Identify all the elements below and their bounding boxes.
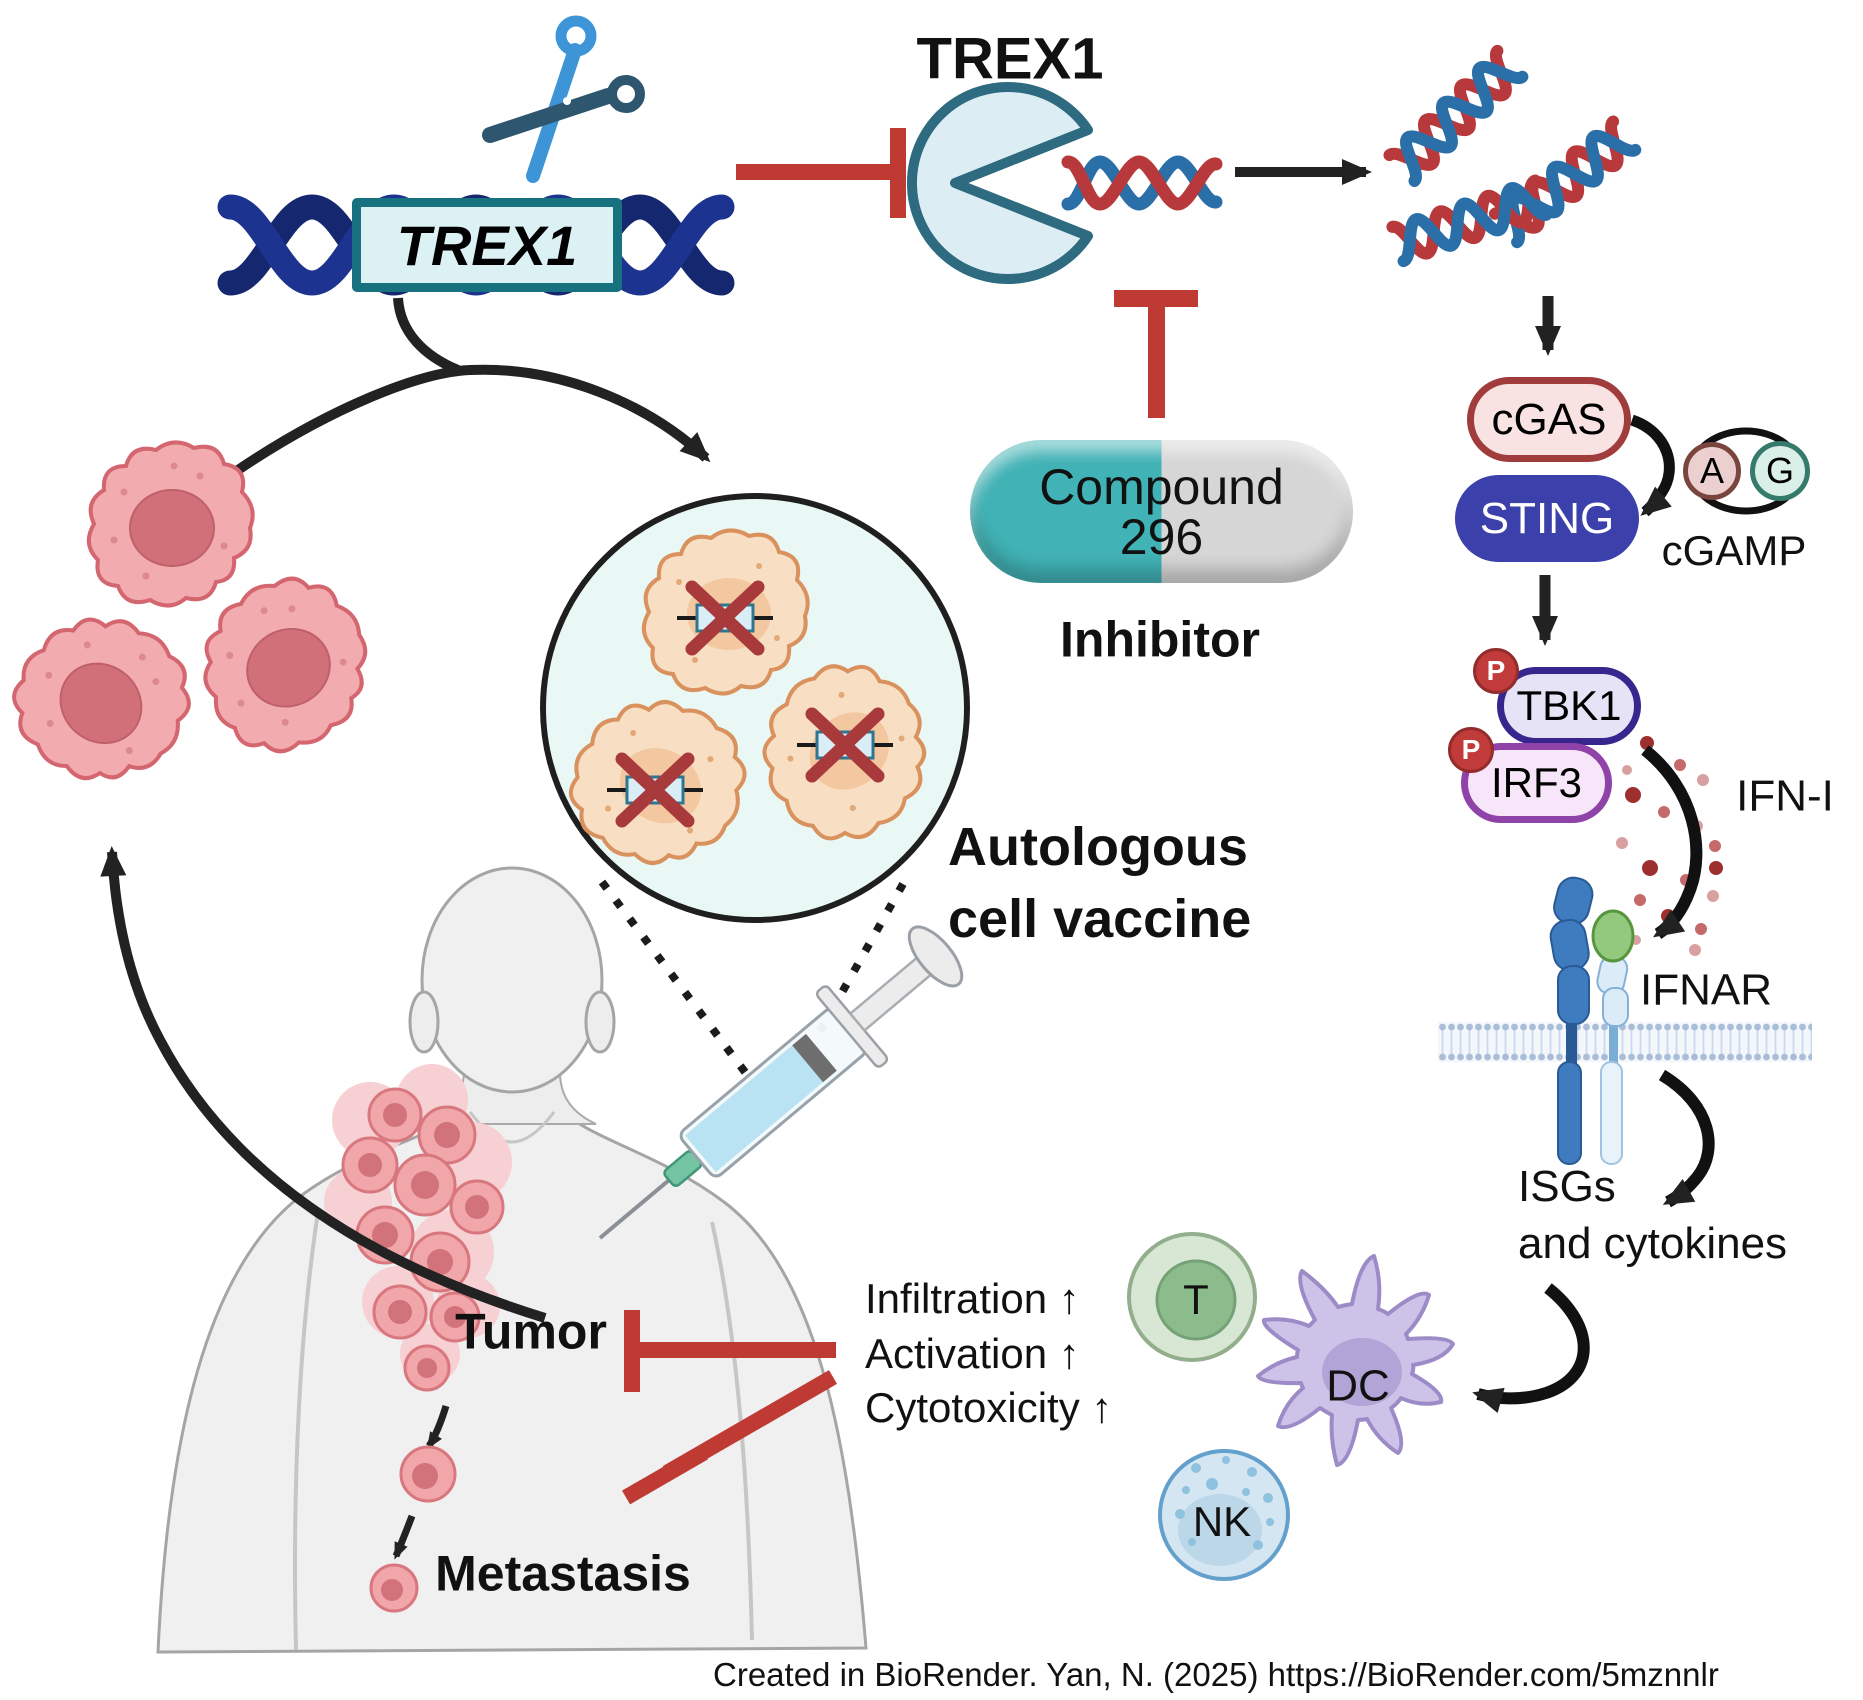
cytokines-to-dc-arrow xyxy=(1472,1283,1590,1413)
compound-name: Compound xyxy=(1039,458,1284,515)
ifnar-to-isgs-arrow xyxy=(1658,1069,1715,1208)
irf3-pill: IRF3 xyxy=(1461,743,1612,823)
dna-substrate xyxy=(1061,155,1223,211)
tumor-label: Tumor xyxy=(455,1303,607,1360)
cycle-arrows xyxy=(100,297,711,1323)
metastasis-label: Metastasis xyxy=(435,1545,691,1602)
phospho-badge-tbk1: P xyxy=(1473,648,1519,694)
left-ear xyxy=(408,990,440,1054)
gene-arc-stem xyxy=(393,297,460,375)
immune-effects-list: Infiltration ↑ Activation ↑ Cytotoxicity… xyxy=(865,1272,1112,1436)
phospho-badge-irf3: P xyxy=(1448,727,1494,773)
trex1-exonuclease-icon xyxy=(907,82,1223,284)
ifnar-label: IFNAR xyxy=(1640,965,1772,1015)
effect-activation: Activation ↑ xyxy=(865,1329,1080,1377)
ifnar-receptor-icon xyxy=(1549,876,1635,1165)
t-cell-icon xyxy=(1127,1232,1257,1362)
inhibit-bar-compound xyxy=(1114,290,1198,418)
nucleotide-g-icon: G xyxy=(1750,441,1810,501)
biorender-credit: Created in BioRender. Yan, N. (2025) htt… xyxy=(713,1656,1719,1693)
ifn-ligand-icon xyxy=(1591,909,1635,963)
magnifier-dotted-lines xyxy=(598,879,907,1095)
autologous-vaccine-label: Autologous cell vaccine xyxy=(948,817,1252,949)
cgas-to-cgamp-arrow xyxy=(1629,414,1675,517)
compound-number: 296 xyxy=(1119,508,1204,565)
tumor-mass xyxy=(324,1064,512,1392)
cgamp-label: cGAMP xyxy=(1661,526,1807,574)
trex1-gene-box: TREX1 xyxy=(352,198,622,292)
metastasis-cells xyxy=(369,1404,457,1613)
cell-membrane xyxy=(1438,1022,1812,1062)
nucleotide-a-icon: A xyxy=(1683,442,1741,500)
tbk1-pill: TBK1 xyxy=(1497,667,1641,745)
right-ear xyxy=(584,990,616,1054)
ifn-secretion xyxy=(1616,736,1723,956)
syringe-icon xyxy=(598,925,964,1240)
ifn-label: IFN-I xyxy=(1736,771,1834,821)
dendritic-cell-icon xyxy=(1256,1254,1455,1467)
effect-cytotoxicity: Cytotoxicity ↑ xyxy=(865,1384,1113,1432)
dna-fragments xyxy=(1389,51,1635,261)
dc-label: DC xyxy=(1326,1361,1390,1411)
effect-infiltration: Infiltration ↑ xyxy=(865,1275,1080,1322)
tumor-to-cells-arrow xyxy=(100,846,547,1323)
t-cell-label: T xyxy=(1183,1275,1209,1323)
nk-cell-icon xyxy=(1158,1449,1290,1581)
isgs-label: ISGs and cytokines xyxy=(1518,1162,1788,1269)
trex1-gene-label: TREX1 xyxy=(396,213,578,277)
vaccine-magnifier-circle xyxy=(540,493,970,923)
nk-label: NK xyxy=(1192,1497,1252,1545)
patient-body-illustration xyxy=(156,866,868,1654)
inhibit-bar-trex1 xyxy=(736,128,906,218)
sting-pill: STING xyxy=(1455,475,1639,562)
inhibit-bar-metastasis xyxy=(622,1370,837,1505)
head xyxy=(420,866,604,1094)
scissors-icon xyxy=(482,15,645,183)
ifn-arrow xyxy=(1641,745,1703,939)
trex1-protein-title: TREX1 xyxy=(916,26,1104,92)
compound-296-capsule: Compound 296 xyxy=(970,440,1353,583)
cgas-pill: cGAS xyxy=(1467,377,1631,462)
tumor-cell-group xyxy=(0,442,394,814)
cells-to-vaccine-arrow xyxy=(235,364,711,475)
inhibitor-label: Inhibitor xyxy=(1060,611,1260,668)
inhibit-bar-tumor xyxy=(624,1310,836,1392)
